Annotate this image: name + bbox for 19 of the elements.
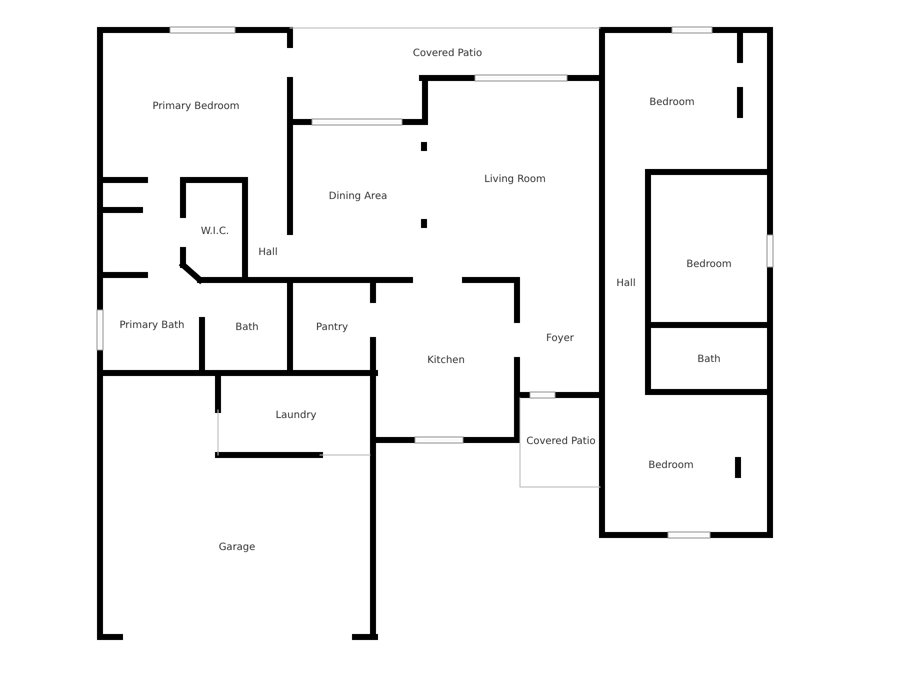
room-label: Bath — [697, 354, 721, 364]
room-label: W.I.C. — [200, 226, 230, 236]
room-label: Pantry — [316, 322, 348, 332]
room-label: Foyer — [546, 332, 574, 344]
room-label: Primary Bedroom — [152, 100, 240, 112]
room-label: Bedroom — [648, 460, 694, 471]
room-label: Living Room — [484, 174, 546, 185]
room-label: Covered Patio — [526, 436, 596, 446]
room-label: Primary Bath — [119, 320, 185, 330]
room-label: Hall — [258, 246, 278, 258]
room-label: Hall — [616, 278, 636, 289]
room-label: Bath — [235, 322, 259, 332]
room-label: Covered Patio — [412, 48, 482, 58]
room-label: Kitchen — [427, 354, 465, 366]
room-label: Bedroom — [686, 258, 732, 270]
room-label: Bedroom — [649, 96, 695, 108]
room-label: Dining Area — [328, 190, 388, 202]
room-label: Garage — [218, 542, 256, 553]
room-label: Laundry — [276, 410, 316, 420]
